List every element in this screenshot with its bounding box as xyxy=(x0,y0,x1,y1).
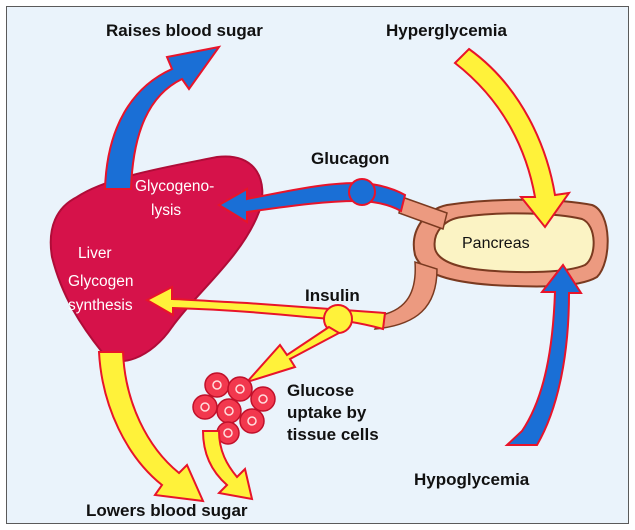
tissue-cell xyxy=(205,373,229,397)
tissue-cell xyxy=(251,387,275,411)
hyperglycemia-label: Hyperglycemia xyxy=(386,21,507,40)
liver-label: Liver xyxy=(78,245,112,262)
glycogenolysis-label-line2: lysis xyxy=(151,202,181,219)
lowers-blood-sugar-label: Lowers blood sugar xyxy=(86,501,248,520)
lowers-blood-sugar-arrow-liver xyxy=(99,352,203,501)
glucagon-label: Glucagon xyxy=(311,149,389,168)
tissue-cell xyxy=(193,395,217,419)
glucose-uptake-label-line2: uptake by xyxy=(287,403,367,422)
tissue-cell xyxy=(240,409,264,433)
diagram-frame: Raises blood sugar Hyperglycemia Glucago… xyxy=(6,6,629,524)
glucagon-node xyxy=(349,179,375,205)
glucose-uptake-label-line1: Glucose xyxy=(287,381,354,400)
pancreas-label: Pancreas xyxy=(462,235,530,252)
glycogen-synthesis-label-line2: synthesis xyxy=(68,297,133,314)
insulin-label: Insulin xyxy=(305,286,360,305)
hypoglycemia-label: Hypoglycemia xyxy=(414,470,530,489)
hypoglycemia-arrow xyxy=(507,265,581,445)
tissue-cell xyxy=(217,399,241,423)
glycogen-synthesis-label-line1: Glycogen xyxy=(68,273,133,290)
raises-blood-sugar-label: Raises blood sugar xyxy=(106,21,263,40)
glucagon-arrow xyxy=(219,183,405,222)
glucose-regulation-diagram: Raises blood sugar Hyperglycemia Glucago… xyxy=(7,7,628,523)
tissue-cell xyxy=(228,377,252,401)
glucose-uptake-label-line3: tissue cells xyxy=(287,425,379,444)
glycogenolysis-label-line1: Glycogeno- xyxy=(135,178,214,195)
tissue-uptake-arrow xyxy=(247,327,339,382)
